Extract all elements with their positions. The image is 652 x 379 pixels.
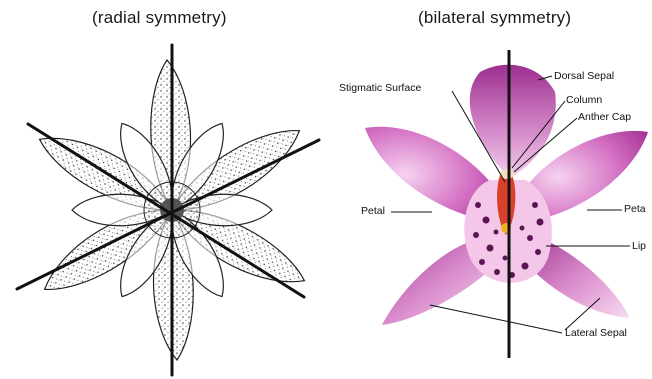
- label-dorsal-sepal: Dorsal Sepal: [554, 70, 614, 82]
- label-petal-right: Peta: [624, 203, 646, 215]
- orchid-flower: [365, 65, 648, 325]
- label-petal-left: Petal: [361, 205, 385, 217]
- leader-lateral-sepal-1: [430, 305, 562, 333]
- orchid-dorsal-sepal: [470, 65, 556, 178]
- label-anther-cap: Anther Cap: [578, 111, 631, 123]
- label-column: Column: [566, 94, 602, 106]
- label-stigmatic-surface: Stigmatic Surface: [339, 82, 421, 94]
- label-lateral-sepal: Lateral Sepal: [565, 327, 627, 339]
- label-lip: Lip: [632, 240, 646, 252]
